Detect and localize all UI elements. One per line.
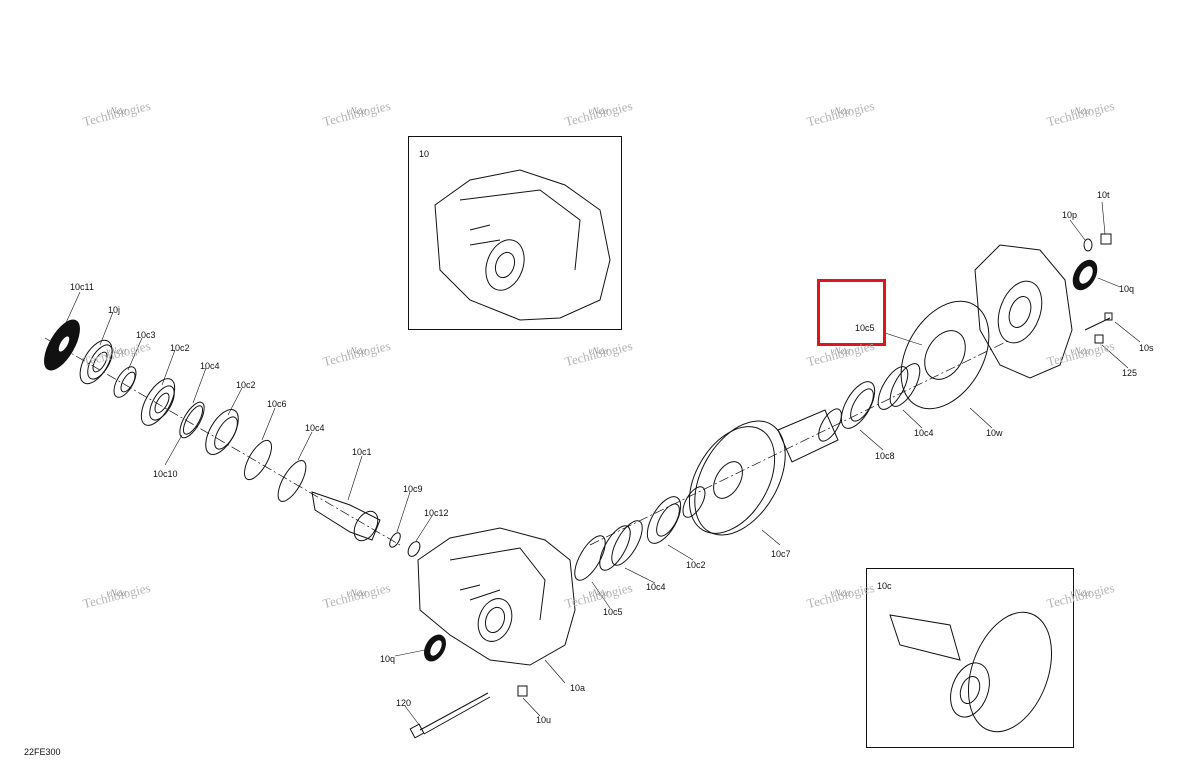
callout-10c3[interactable]: 10c3 xyxy=(136,330,156,340)
callout-10u[interactable]: 10u xyxy=(536,715,552,725)
seal-10q-lower[interactable] xyxy=(420,631,450,664)
bolt-120[interactable] xyxy=(409,692,491,739)
callout-10c9[interactable]: 10c9 xyxy=(403,484,423,494)
callout-10c10[interactable]: 10c10 xyxy=(153,469,178,479)
inset-title-10c: 10c xyxy=(877,581,892,591)
callout-10c4-a[interactable]: 10c4 xyxy=(200,361,220,371)
callout-10c11[interactable]: 10c11 xyxy=(70,282,94,292)
callout-10s[interactable]: 10s xyxy=(1139,343,1154,353)
bolt-125[interactable] xyxy=(1094,334,1104,344)
callout-10c8[interactable]: 10c8 xyxy=(875,451,895,461)
washer-10c11[interactable] xyxy=(38,315,87,375)
bearing-10c8[interactable] xyxy=(835,376,882,433)
highlight-box-10c5 xyxy=(817,279,886,346)
pinion-10c1[interactable] xyxy=(311,491,383,545)
diagram-reference-code: 22FE300 xyxy=(24,747,61,757)
ring-10c4-left[interactable] xyxy=(175,399,209,442)
callout-10j[interactable]: 10j xyxy=(108,305,121,315)
bolt-10s[interactable] xyxy=(1084,312,1113,331)
callout-10c4-b[interactable]: 10c4 xyxy=(305,423,325,433)
ring-10c4-right[interactable] xyxy=(872,359,925,414)
spacer-10c9[interactable] xyxy=(388,531,403,549)
callout-10c12[interactable]: 10c12 xyxy=(424,508,449,518)
bearing-10c2-mid[interactable] xyxy=(199,404,245,459)
inset-10c-drawing xyxy=(889,611,1053,733)
callout-10c7[interactable]: 10c7 xyxy=(771,549,791,559)
callout-10w[interactable]: 10w xyxy=(986,428,1003,438)
callout-10c5-lower[interactable]: 10c5 xyxy=(603,607,623,617)
callout-10p[interactable]: 10p xyxy=(1062,210,1078,220)
axis-line-left xyxy=(44,337,401,546)
axis-line-right xyxy=(589,339,1011,546)
bearing-10c2-lower[interactable] xyxy=(641,491,688,548)
callout-120[interactable]: 120 xyxy=(396,698,412,708)
callout-125[interactable]: 125 xyxy=(1122,368,1138,378)
ring-10c6[interactable] xyxy=(239,436,277,483)
bearing-10c2-left[interactable] xyxy=(135,373,182,430)
ring-10c5-lower[interactable] xyxy=(569,531,611,584)
callout-10c4-lower[interactable]: 10c4 xyxy=(646,582,666,592)
gasket-10w[interactable] xyxy=(883,286,1007,424)
seal-10j[interactable] xyxy=(74,335,119,389)
callout-10c1[interactable]: 10c1 xyxy=(352,447,372,457)
bushing-10c3[interactable] xyxy=(110,363,141,400)
shaft-10c8[interactable] xyxy=(777,405,846,463)
washer-10p[interactable] xyxy=(1083,238,1093,252)
inset-10-drawing xyxy=(434,169,611,321)
ring-small-lower[interactable] xyxy=(679,483,710,520)
plug-10u[interactable] xyxy=(517,685,528,697)
plug-10t[interactable] xyxy=(1100,233,1112,245)
callout-10c2-a[interactable]: 10c2 xyxy=(170,343,190,353)
callout-10c5-top[interactable]: 10c5 xyxy=(855,323,875,333)
ring-gear-10c7[interactable] xyxy=(672,405,804,550)
seal-10q-right[interactable] xyxy=(1068,256,1101,294)
inset-frame-10c[interactable]: 10c xyxy=(866,568,1074,748)
ring-10c4-second[interactable] xyxy=(273,457,312,506)
leader-lines xyxy=(64,201,1141,727)
inset-frame-10[interactable]: 10 xyxy=(408,136,622,330)
callout-10c6[interactable]: 10c6 xyxy=(267,399,287,409)
cover-housing[interactable] xyxy=(974,244,1073,379)
callout-10c4-right[interactable]: 10c4 xyxy=(914,428,934,438)
ring-10c4-lower[interactable] xyxy=(594,516,648,574)
nut-10c12[interactable] xyxy=(406,540,423,559)
callout-10q-lower[interactable]: 10q xyxy=(380,654,396,664)
callout-10c2-lower[interactable]: 10c2 xyxy=(686,560,706,570)
inset-title-10: 10 xyxy=(419,149,430,159)
callout-10c2-b[interactable]: 10c2 xyxy=(236,380,256,390)
callout-10q-right[interactable]: 10q xyxy=(1119,284,1135,294)
housing-10a[interactable] xyxy=(417,527,576,666)
callout-10a[interactable]: 10a xyxy=(570,683,586,693)
callout-10t[interactable]: 10t xyxy=(1097,190,1110,200)
